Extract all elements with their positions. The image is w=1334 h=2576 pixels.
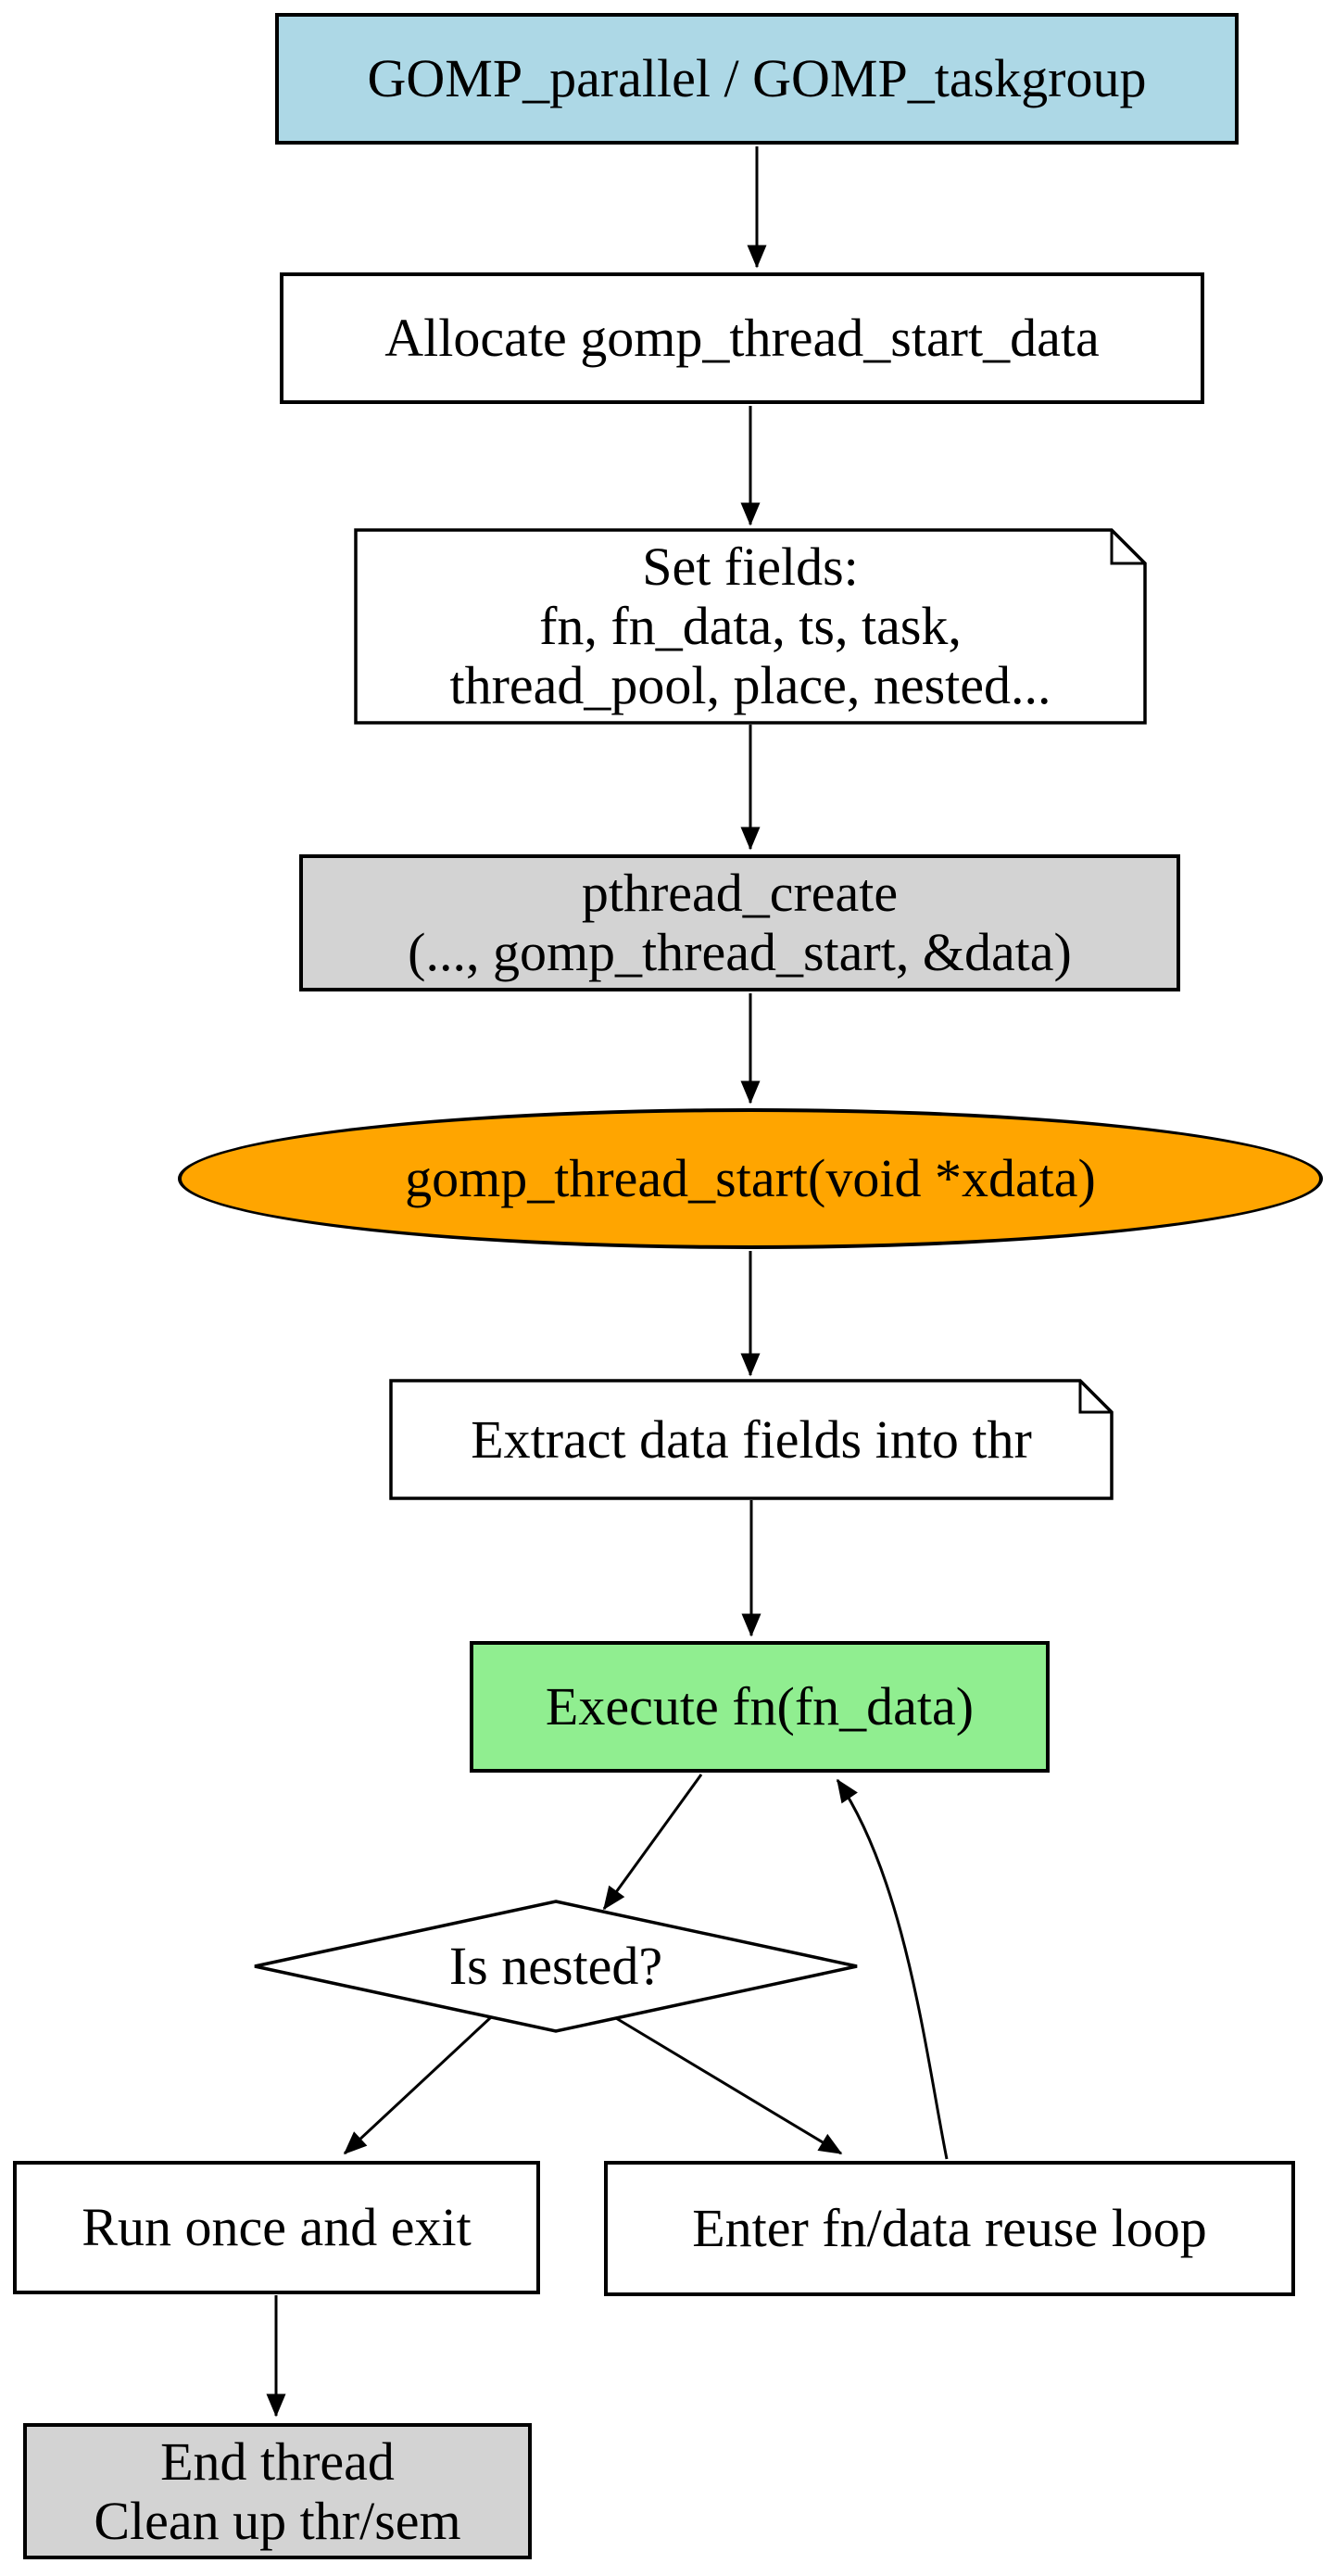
node-allocate-label: Allocate gomp_thread_start_data [384,308,1100,368]
edge-reuse-loop-back-to-execute [836,1778,949,2160]
note-set-fields-label-wrap: Set fields: fn, fn_data, ts, task, threa… [356,530,1145,723]
edge-is-nested-to-run-once [343,2015,493,2155]
node-execute-fn: Execute fn(fn_data) [470,1641,1050,1773]
node-pthread-create-label: pthread_create (..., gomp_thread_start, … [408,863,1072,982]
diamond-is-nested [254,1900,858,2033]
node-execute-fn-label: Execute fn(fn_data) [545,1676,975,1736]
node-allocate-thread-start-data: Allocate gomp_thread_start_data [280,272,1204,404]
note-set-fields-label: Set fields: fn, fn_data, ts, task, threa… [449,537,1051,715]
node-enter-reuse-loop: Enter fn/data reuse loop [604,2161,1295,2296]
note-shape-extract [389,1379,1114,1500]
node-gomp-parallel-label: GOMP_parallel / GOMP_taskgroup [367,48,1147,108]
diamond-is-nested-label: Is nested? [448,1936,663,1996]
edge-execute-to-is-nested [602,1774,703,1911]
diamond-is-nested-label-wrap: Is nested? [255,1901,857,2031]
node-enter-reuse-loop-label: Enter fn/data reuse loop [692,2198,1207,2258]
node-gomp-thread-start: gomp_thread_start(void *xdata) [178,1108,1323,1249]
note-fold-icon [1110,530,1145,565]
note-extract-label-wrap: Extract data fields into thr [391,1381,1112,1498]
note-extract-label: Extract data fields into thr [471,1408,1032,1470]
note-fold-icon [1078,1381,1112,1414]
node-end-thread-label: End thread Clean up thr/sem [94,2431,461,2551]
node-gomp-thread-start-label: gomp_thread_start(void *xdata) [405,1148,1096,1208]
edge-is-nested-to-reuse-loop [615,2016,843,2155]
node-gomp-parallel: GOMP_parallel / GOMP_taskgroup [275,13,1239,145]
node-pthread-create: pthread_create (..., gomp_thread_start, … [299,854,1180,991]
node-end-thread: End thread Clean up thr/sem [23,2423,532,2559]
note-shape-set-fields [354,528,1147,725]
node-run-once-label: Run once and exit [82,2197,472,2257]
node-run-once-and-exit: Run once and exit [13,2161,540,2294]
